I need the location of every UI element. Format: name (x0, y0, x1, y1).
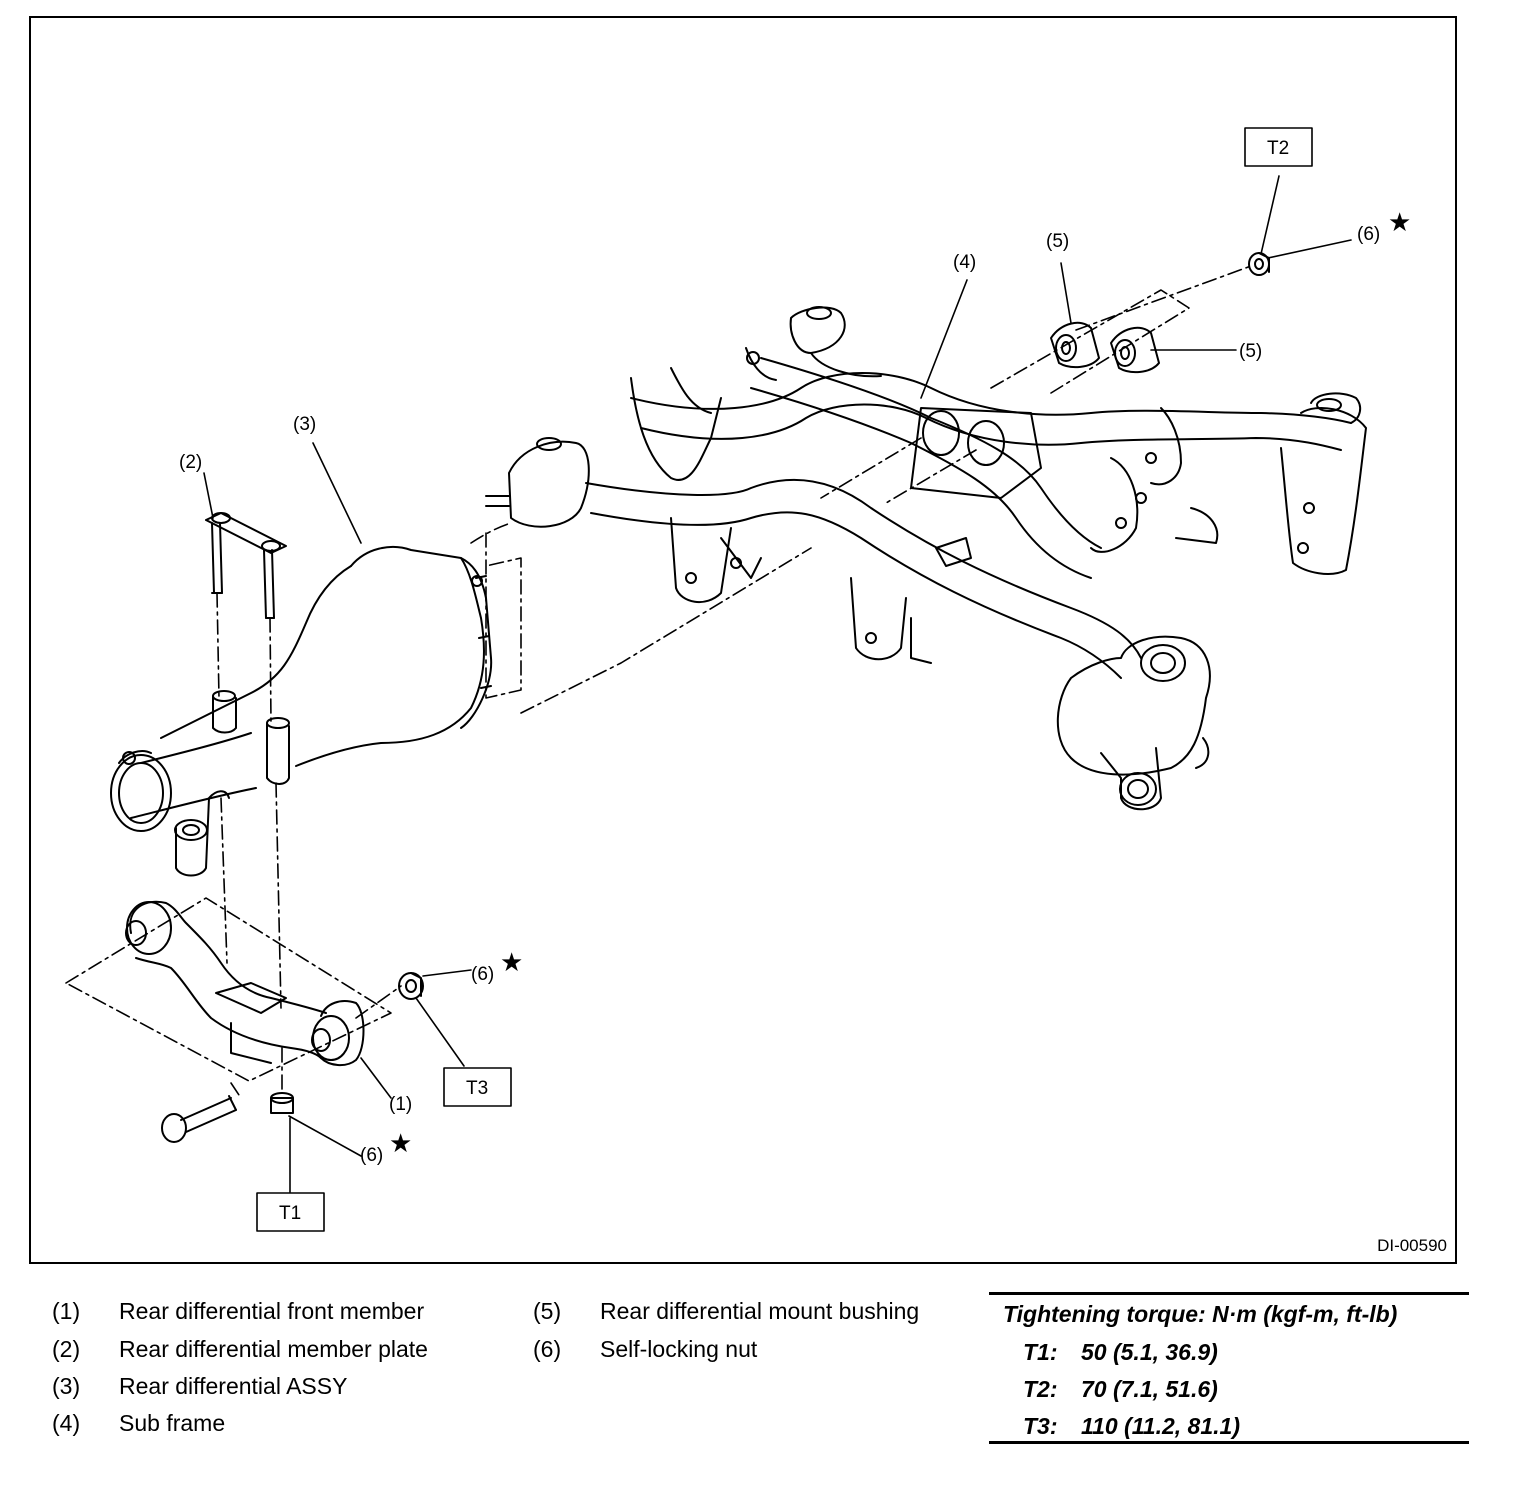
torque-key: T1: (1023, 1339, 1058, 1365)
callout-6-bottom: (6) (360, 1145, 383, 1166)
star-mark-bottom: ★ (389, 1129, 412, 1159)
star-mark-middle: ★ (500, 948, 523, 978)
star-mark-top: ★ (1388, 208, 1411, 238)
callout-5-top: (5) (1046, 231, 1069, 252)
callout-2: (2) (179, 452, 202, 473)
torque-row: T1: 50 (5.1, 36.9) (1023, 1339, 1218, 1366)
torque-table: Tightening torque: N·m (kgf-m, ft-lb) T1… (989, 1292, 1469, 1444)
callout-5-right: (5) (1239, 341, 1262, 362)
torque-label-t2: T2 (1267, 138, 1289, 159)
legend-number: (5) (533, 1298, 562, 1324)
torque-heading: Tightening torque: N·m (kgf-m, ft-lb) (1003, 1301, 1398, 1327)
mount-bushings (1050, 252, 1270, 374)
legend-text: Self-locking nut (600, 1336, 758, 1362)
front-member (125, 900, 424, 1143)
torque-box-t1 (256, 1192, 325, 1232)
torque-key: T3: (1023, 1413, 1058, 1439)
legend-number: (2) (52, 1336, 81, 1362)
callout-6-middle: (6) (471, 964, 494, 985)
rear-differential-assy (110, 546, 493, 877)
torque-row: T2: 70 (7.1, 51.6) (1023, 1376, 1218, 1403)
assembly-lines (65, 265, 1252, 1099)
legend-text: Rear differential front member (119, 1298, 425, 1324)
torque-label-t3: T3 (466, 1078, 488, 1099)
rear-differential-drawing: (2) (3) (4) (5) (5) (6) ★ (6) ★ (1) (6) … (65, 127, 1411, 1232)
legend-number: (6) (533, 1336, 562, 1362)
figure-id: DI-00590 (1377, 1236, 1447, 1255)
legend-number: (4) (52, 1410, 81, 1436)
torque-key: T2: (1023, 1376, 1058, 1402)
member-plate (205, 512, 287, 619)
callout-1: (1) (389, 1094, 412, 1115)
sub-frame (485, 306, 1367, 811)
legend-number: (1) (52, 1298, 81, 1324)
callout-3: (3) (293, 414, 316, 435)
torque-box-t2 (1244, 127, 1313, 167)
callout-4: (4) (953, 252, 976, 273)
legend-number: (3) (52, 1373, 81, 1399)
leader-lines (203, 175, 1352, 1193)
legend-text: Sub frame (119, 1410, 226, 1436)
exploded-view-figure: (2) (3) (4) (5) (5) (6) ★ (6) ★ (1) (6) … (29, 16, 1457, 1264)
legend-text: Rear differential ASSY (119, 1373, 348, 1399)
torque-value: 50 (5.1, 36.9) (1081, 1339, 1218, 1365)
callout-6-top: (6) (1357, 224, 1380, 245)
torque-value: 110 (11.2, 81.1) (1081, 1413, 1240, 1439)
legend-text: Rear differential member plate (119, 1336, 428, 1362)
torque-box-t3 (443, 1067, 512, 1107)
torque-row: T3: 110 (11.2, 81.1) (1023, 1413, 1240, 1440)
legend-text: Rear differential mount bushing (600, 1298, 920, 1324)
torque-value: 70 (7.1, 51.6) (1081, 1376, 1218, 1402)
torque-label-t1: T1 (279, 1203, 301, 1224)
